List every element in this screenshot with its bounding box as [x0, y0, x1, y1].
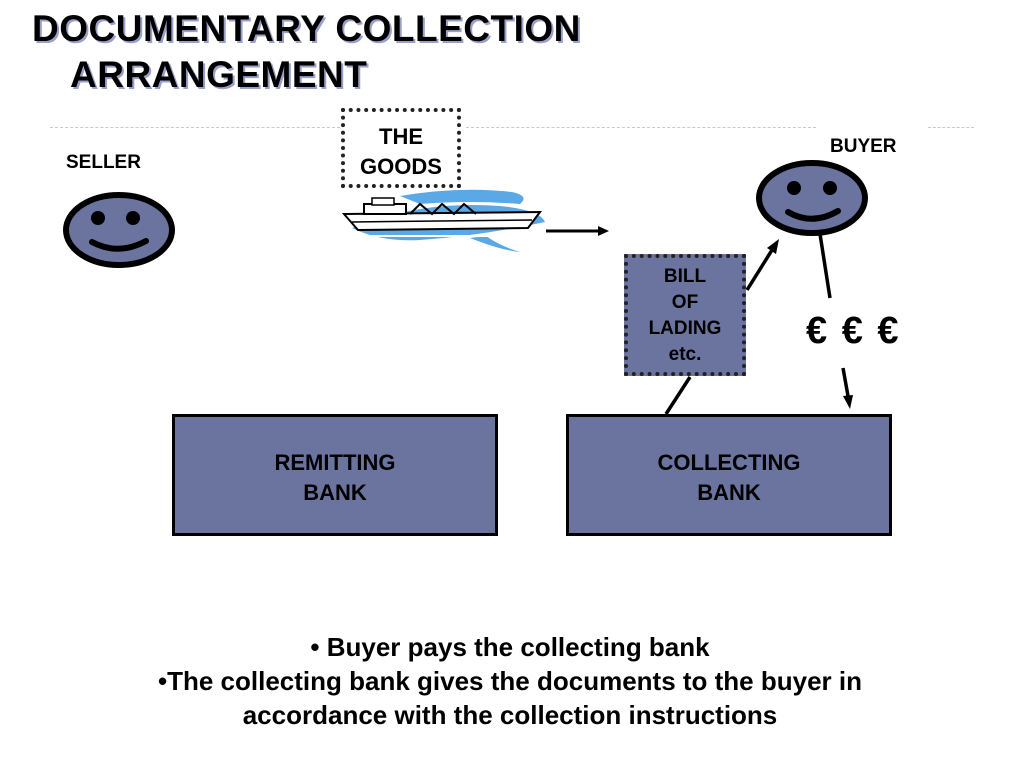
bill-of-lading-box: BILL OF LADING etc.: [624, 254, 746, 376]
remitting-bank-line-2: BANK: [303, 480, 367, 505]
collecting-bank-box: COLLECTING BANK: [566, 414, 892, 536]
goods-arrow: [546, 226, 609, 236]
summary-bullets: • Buyer pays the collecting bank •The co…: [80, 630, 940, 732]
bill-line-3: LADING: [648, 318, 722, 339]
collecting-bank-line-1: COLLECTING: [657, 450, 801, 475]
remitting-bank-box: REMITTING BANK: [172, 414, 498, 536]
bullet-1: • Buyer pays the collecting bank: [310, 632, 710, 662]
bill-line-1: BILL: [663, 266, 707, 287]
buyer-to-payment-line: [818, 233, 832, 299]
buyer-face-icon: [756, 160, 868, 236]
payment-euro-symbols: € € €: [806, 310, 901, 352]
goods-line-1: THE: [379, 124, 423, 149]
goods-line-2: GOODS: [360, 154, 442, 179]
divider-middle: [466, 127, 816, 128]
bill-to-buyer-arrow: [745, 239, 779, 291]
bullet-2-continued: accordance with the collection instructi…: [242, 700, 778, 730]
payment-to-bank-arrow: [841, 367, 853, 409]
bill-line-4: etc.: [668, 344, 702, 365]
divider-right: [928, 127, 974, 128]
divider-left: [50, 127, 340, 128]
title-line-1: DOCUMENTARY COLLECTION: [32, 8, 581, 49]
buyer-label: BUYER: [830, 136, 897, 157]
cargo-ship-icon: [341, 189, 545, 252]
remitting-bank-line-1: REMITTING: [274, 450, 396, 475]
bank-to-bill-line: [664, 376, 692, 415]
title-line-2: ARRANGEMENT: [70, 54, 368, 95]
goods-box: THE GOODS: [341, 108, 461, 188]
seller-label: SELLER: [66, 152, 141, 173]
collecting-bank-line-2: BANK: [697, 480, 761, 505]
page-title: DOCUMENTARY COLLECTION ARRANGEMENT: [32, 6, 581, 98]
seller-face-icon: [63, 192, 175, 268]
bullet-2: •The collecting bank gives the documents…: [158, 666, 862, 696]
bill-line-2: OF: [671, 292, 699, 313]
